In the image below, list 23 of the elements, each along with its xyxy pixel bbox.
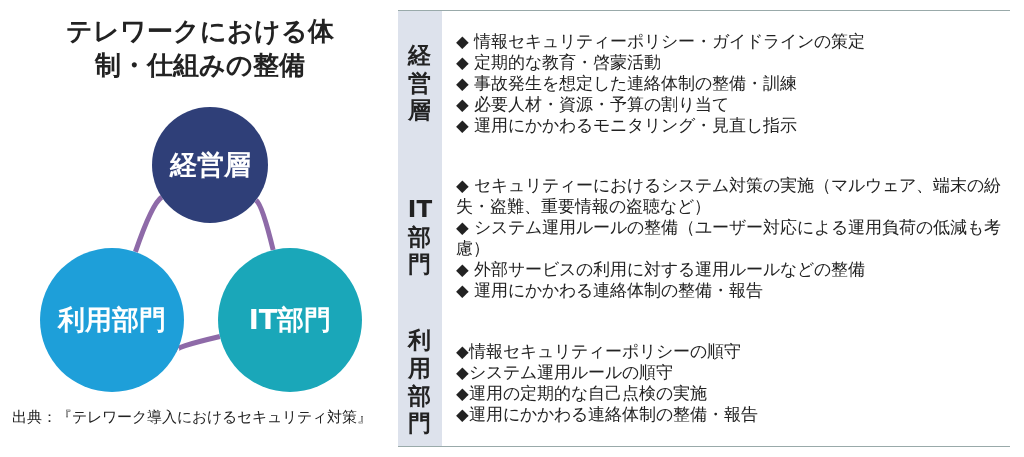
list-item: ◆システム運用ルールの順守 [456,361,674,383]
role-circle: IT部門 [218,248,362,392]
connector-line [254,198,276,251]
role-circle: 経営層 [152,107,268,223]
list-item: ◆ 外部サービスの利用に対する運用ルールなどの整備 [456,258,866,280]
row-heading: IT部門 [407,196,433,279]
list-item: ◆情報セキュリティーポリシーの順守 [456,340,742,362]
list-item: ◆ システム運用ルールの整備（ユーザー対応による運用負荷の低減も考慮） [456,216,1002,259]
list-item: ◆ 定期的な教育・啓蒙活動 [456,52,662,73]
list-item: ◆ 必要人材・資源・予算の割り当て [456,94,730,115]
role-circle: 利用部門 [40,248,184,392]
row-heading: 利用部門 [407,327,433,438]
list-item: ◆運用にかかわる連絡体制の整備・報告 [456,403,759,425]
row-heading: 経営層 [407,42,433,125]
title: テレワークにおける体制・仕組みの整備 [65,15,335,82]
list-item: ◆ 情報セキュリティーポリシー・ガイドラインの策定 [456,31,866,52]
list-item: ◆ 運用にかかわるモニタリング・見直し指示 [456,115,798,136]
connector-line [133,195,164,253]
source-caption: 出典：『テレワーク導入におけるセキュリティ対策』 [12,408,373,427]
list-item: ◆ 運用にかかわる連絡体制の整備・報告 [456,279,764,301]
list-item: ◆ セキュリティーにおけるシステム対策の実施（マルウェア、端末の紛失・盗難、重要情報の盗聴など） [456,174,1002,217]
list-item: ◆運用の定期的な自己点検の実施 [456,382,708,404]
list-item: ◆ 事故発生を想定した連絡体制の整備・訓練 [456,73,798,94]
